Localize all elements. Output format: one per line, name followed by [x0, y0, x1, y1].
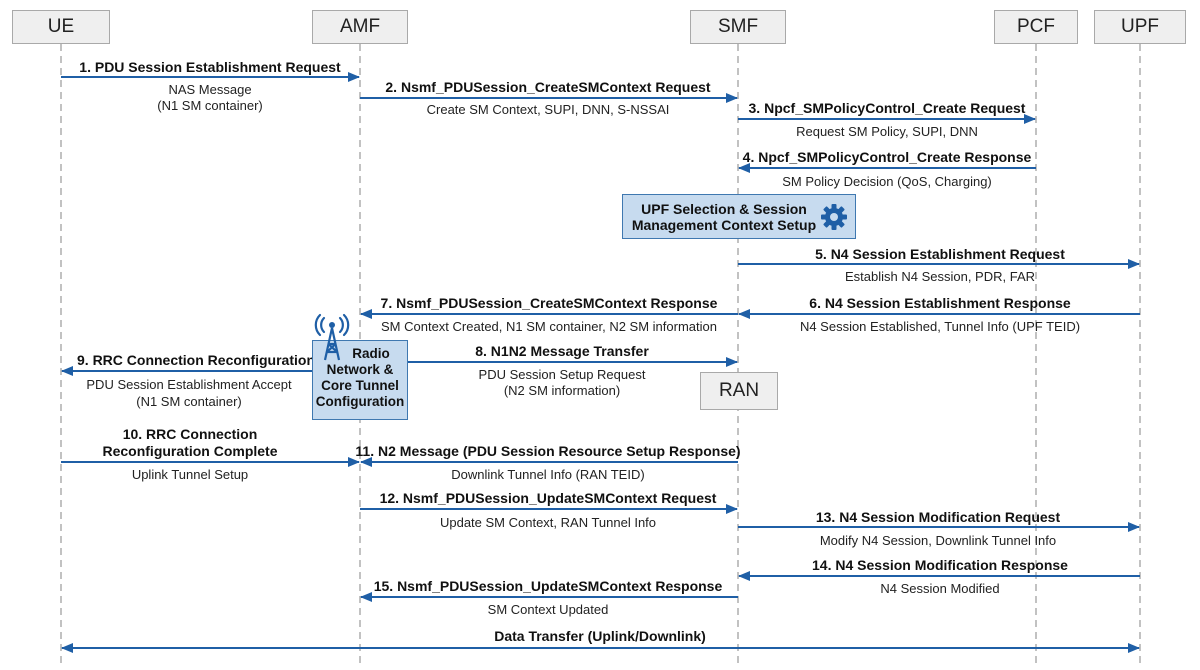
entity-amf: AMF	[312, 10, 408, 44]
label-12: 12. Nsmf_PDUSession_UpdateSMContext Requ…	[380, 490, 717, 506]
sub-2: Create SM Context, SUPI, DNN, S-NSSAI	[427, 102, 670, 117]
label-5: 5. N4 Session Establishment Request	[815, 246, 1065, 262]
sub-14: N4 Session Modified	[880, 581, 999, 596]
label-8: 8. N1N2 Message Transfer	[475, 343, 649, 359]
sub-1a: NAS Message	[168, 82, 251, 97]
sub-5: Establish N4 Session, PDR, FAR	[845, 269, 1035, 284]
label-10a: 10. RRC Connection	[123, 426, 258, 442]
label-1: 1. PDU Session Establishment Request	[79, 59, 341, 75]
label-6: 6. N4 Session Establishment Response	[809, 295, 1071, 311]
entity-ran: RAN	[700, 372, 778, 410]
label-4: 4. Npcf_SMPolicyControl_Create Response	[743, 149, 1032, 165]
sub-1b: (N1 SM container)	[157, 98, 262, 113]
label-9: 9. RRC Connection Reconfiguration	[77, 352, 315, 368]
label-7: 7. Nsmf_PDUSession_CreateSMContext Respo…	[381, 295, 718, 311]
callout-radio-line1: Radio	[352, 346, 390, 361]
entity-upf: UPF	[1094, 10, 1186, 44]
entity-smf: SMF	[690, 10, 786, 44]
sub-12: Update SM Context, RAN Tunnel Info	[440, 515, 656, 530]
label-2: 2. Nsmf_PDUSession_CreateSMContext Reque…	[385, 79, 711, 95]
callout-radio-line4: Configuration	[315, 394, 405, 409]
gear-icon	[819, 202, 849, 232]
label-15: 15. Nsmf_PDUSession_UpdateSMContext Resp…	[374, 578, 723, 594]
label-13: 13. N4 Session Modification Request	[816, 509, 1061, 525]
entity-ue: UE	[12, 10, 110, 44]
callout-radio-line3: Core Tunnel	[321, 378, 399, 393]
label-10b: Reconfiguration Complete	[102, 443, 277, 459]
sub-11: Downlink Tunnel Info (RAN TEID)	[451, 467, 644, 482]
label-14: 14. N4 Session Modification Response	[812, 557, 1068, 573]
entity-pcf: PCF	[994, 10, 1078, 44]
callout-upf-line2: Management Context Setup	[631, 217, 817, 233]
sub-7: SM Context Created, N1 SM container, N2 …	[381, 319, 717, 334]
sub-3: Request SM Policy, SUPI, DNN	[796, 124, 978, 139]
callout-radio-network: Radio Network & Core Tunnel Configuratio…	[312, 340, 408, 420]
sub-15: SM Context Updated	[488, 602, 609, 617]
sub-9a: PDU Session Establishment Accept	[86, 377, 292, 392]
callout-upf-selection: UPF Selection & Session Management Conte…	[622, 194, 856, 239]
callout-upf-line1: UPF Selection & Session	[641, 201, 807, 217]
sub-8a: PDU Session Setup Request	[479, 367, 646, 382]
radio-tower-icon	[314, 312, 350, 362]
sub-13: Modify N4 Session, Downlink Tunnel Info	[820, 533, 1056, 548]
label-3: 3. Npcf_SMPolicyControl_Create Request	[749, 100, 1026, 116]
sub-10: Uplink Tunnel Setup	[132, 467, 248, 482]
label-data-transfer: Data Transfer (Uplink/Downlink)	[494, 628, 706, 644]
label-11: 11. N2 Message (PDU Session Resource Set…	[355, 443, 740, 459]
sub-9b: (N1 SM container)	[136, 394, 241, 409]
sub-4: SM Policy Decision (QoS, Charging)	[782, 174, 992, 189]
callout-radio-line2: Network &	[326, 362, 394, 377]
sub-6: N4 Session Established, Tunnel Info (UPF…	[800, 319, 1080, 334]
sub-8b: (N2 SM information)	[504, 383, 620, 398]
